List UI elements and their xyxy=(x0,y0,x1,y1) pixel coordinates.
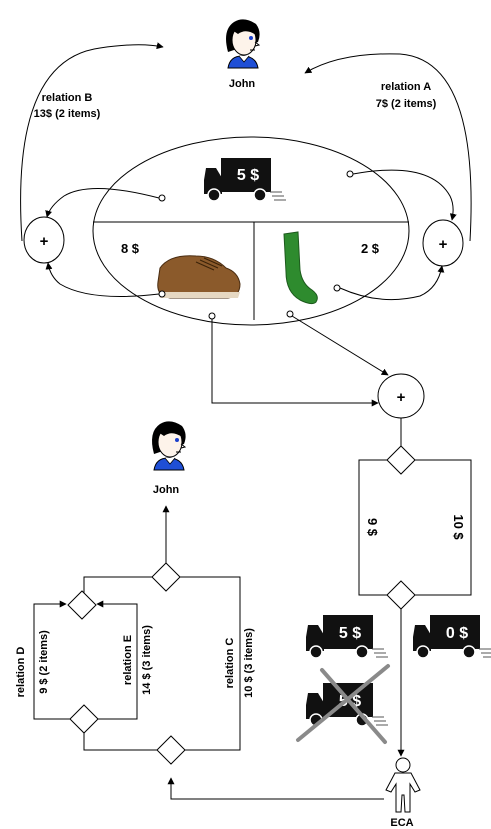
choice-left-value: 9 $ xyxy=(365,518,380,537)
choice-left-branch xyxy=(358,459,387,596)
edge-relation-e xyxy=(93,600,138,720)
edge-sock-to-right-sum xyxy=(339,265,445,301)
network-diamond-bottom xyxy=(156,735,186,765)
relation-e-label: relation E xyxy=(122,635,134,685)
shoe-price: 8 $ xyxy=(121,241,140,256)
sum-node-left: + xyxy=(23,216,65,264)
sum-node-left-label: + xyxy=(40,233,49,250)
edge-sock-to-center-sum xyxy=(291,315,389,376)
relation-d-detail: 9 $ (2 items) xyxy=(38,630,50,694)
arc-relation-a xyxy=(304,53,472,242)
sock-price: 2 $ xyxy=(361,241,380,256)
person-top xyxy=(225,18,261,69)
relation-b-title: relation B xyxy=(42,92,93,104)
eca-label: ECA xyxy=(390,817,413,829)
relation-e-detail: 14 $ (3 items) xyxy=(141,625,153,695)
relation-a-title: relation A xyxy=(381,81,431,93)
choice-right-value: 10 $ xyxy=(451,514,466,540)
choice-diamond-top xyxy=(386,445,416,475)
person-top-name: John xyxy=(229,78,256,90)
sock-icon xyxy=(283,231,318,305)
edge-eca-to-network xyxy=(167,777,384,800)
person-mid-name: John xyxy=(153,484,180,496)
basket xyxy=(92,136,410,326)
arc-relation-b xyxy=(20,42,164,242)
edge-truck-to-right-sum xyxy=(352,169,457,221)
truck-offer-2-price: 0 $ xyxy=(446,625,468,642)
sum-node-right: + xyxy=(422,219,464,267)
person-mid xyxy=(151,420,187,471)
sum-node-center: + xyxy=(377,373,425,419)
edge-truck-to-left-sum xyxy=(45,188,160,218)
relation-a-detail: 7$ (2 items) xyxy=(376,98,437,110)
relation-d-label: relation D xyxy=(15,647,27,698)
edge-relation-c xyxy=(180,576,241,751)
basket-connectors xyxy=(158,170,354,320)
network-diamond-top xyxy=(151,562,181,592)
edge-relation-d xyxy=(33,600,70,720)
network-diamond-lower-left xyxy=(69,704,99,734)
choice-diamond-bottom xyxy=(386,580,416,610)
edge-shoe-to-left-sum xyxy=(45,262,160,297)
choice-right-branch xyxy=(415,459,472,596)
relation-c-label: relation C xyxy=(224,638,236,689)
eca-agent-icon xyxy=(385,757,421,813)
relation-c-detail: 10 $ (3 items) xyxy=(243,628,255,698)
sum-node-center-label: + xyxy=(397,389,406,406)
shoe-icon xyxy=(157,255,241,299)
relation-b-detail: 13$ (2 items) xyxy=(34,108,101,120)
shipping-price: 5 $ xyxy=(237,167,259,184)
network-diamond-upper-left xyxy=(67,590,97,620)
crossed-out-icon xyxy=(296,664,390,744)
sum-node-right-label: + xyxy=(439,236,448,253)
edge-shoe-to-center-sum xyxy=(211,319,379,407)
truck-offer-1-price: 5 $ xyxy=(339,625,361,642)
